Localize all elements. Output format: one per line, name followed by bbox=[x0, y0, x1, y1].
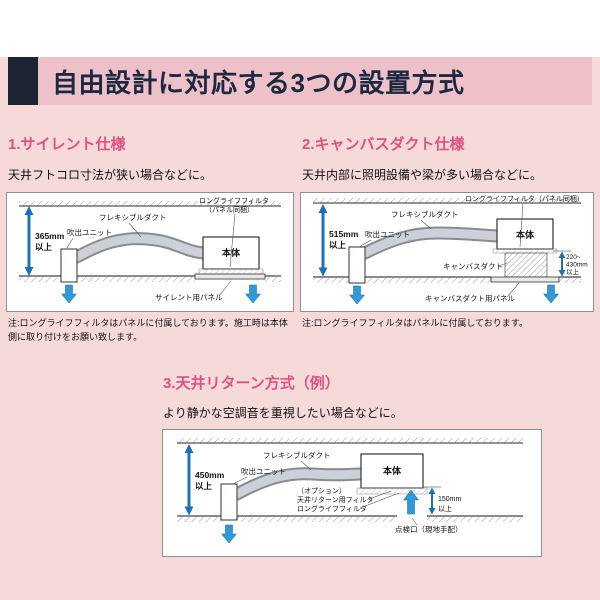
leader-line bbox=[368, 490, 392, 500]
section1-note: 注:ロングライフフィルタはパネルに付属しております。施工時は本体側に取り付けをお… bbox=[8, 318, 288, 342]
canvas-duct-installation-diagram: 515mm 以上 本体 220~ 430mm 以上 吹出ユニット bbox=[313, 194, 588, 305]
ceiling-hatch bbox=[177, 517, 523, 522]
dimension-value: 365mm bbox=[35, 231, 65, 241]
section1-heading: 1.サイレント仕様 bbox=[8, 136, 126, 153]
leader-line bbox=[128, 222, 142, 238]
dimension-value: 515mm bbox=[329, 229, 359, 239]
canvas-duct bbox=[504, 252, 548, 278]
dimension-value: 450mm bbox=[195, 470, 225, 480]
airflow-down-arrow-icon bbox=[60, 284, 78, 304]
dimension-unit: 以上 bbox=[195, 481, 213, 491]
height-dimension-arrow bbox=[184, 444, 194, 516]
long-life-filter bbox=[492, 248, 558, 254]
leader-line bbox=[420, 219, 432, 230]
height-dimension-arrow bbox=[24, 206, 34, 276]
option-label: （オプション） bbox=[297, 487, 346, 495]
ceiling-hatch bbox=[19, 277, 281, 282]
upper-slab bbox=[313, 198, 581, 204]
leader-line bbox=[498, 262, 508, 267]
leader-line bbox=[218, 280, 232, 297]
ceiling-return-installation-diagram: 450mm 以上 本体 150mm 以上 吹出ユニット フレキシブルダクト bbox=[177, 438, 523, 544]
main-unit-label: 本体 bbox=[383, 465, 402, 476]
airflow-down-arrow-icon bbox=[542, 284, 560, 304]
page-title: 自由設計に対応する3つの設置方式 bbox=[52, 67, 465, 98]
airflow-down-arrow-icon bbox=[220, 524, 238, 544]
flexible-duct bbox=[358, 226, 504, 260]
blowout-unit-label: 吹出ユニット bbox=[365, 229, 410, 239]
right-dimension-value: 150mm bbox=[438, 496, 462, 503]
upper-slab bbox=[177, 438, 523, 444]
longlife-filter-label: ロングライフフィルタ bbox=[297, 504, 367, 513]
section1-diagram-box: 365mm 以上 本体 吹出ユニット フレキシブルダクト ロングライフフィルタ … bbox=[6, 192, 294, 312]
section2-heading: 2.キャンバスダクト仕様 bbox=[302, 136, 465, 153]
ceiling-hatch bbox=[313, 278, 581, 283]
return-gap-dimension bbox=[423, 486, 441, 515]
blowout-unit bbox=[60, 248, 78, 283]
leader-line bbox=[506, 282, 520, 298]
main-unit bbox=[202, 236, 260, 270]
leader-line bbox=[66, 237, 74, 249]
page-header: 自由設計に対応する3つの設置方式 bbox=[8, 57, 592, 105]
inspection-port-label: 点検口（現地手配） bbox=[395, 524, 463, 534]
dimension-unit: 以上 bbox=[329, 240, 347, 250]
filter-label-line1: ロングライフフィルタ bbox=[199, 196, 269, 205]
flexible-duct bbox=[70, 232, 210, 264]
leader-line bbox=[300, 460, 312, 471]
filter-label-line2: （パネル同梱） bbox=[205, 205, 254, 214]
return-filter-label: 天井リターン用フィルタ bbox=[297, 495, 374, 504]
flexible-duct-label: フレキシブルダクト bbox=[391, 209, 459, 219]
header-band: 自由設計に対応する3つの設置方式 bbox=[38, 57, 592, 105]
leader-line bbox=[411, 517, 418, 526]
silent-installation-diagram: 365mm 以上 本体 吹出ユニット フレキシブルダクト ロングライフフィルタ … bbox=[19, 196, 281, 304]
blowout-unit-label: 吹出ユニット bbox=[67, 227, 112, 237]
leader-line bbox=[229, 213, 236, 268]
filter-label: ロングライフフィルタ（パネル同梱） bbox=[465, 194, 584, 203]
top-white-strip bbox=[0, 0, 600, 57]
right-dimension-line3: 以上 bbox=[566, 267, 580, 276]
airflow-down-arrow-icon bbox=[348, 285, 366, 305]
height-dimension-arrow bbox=[318, 204, 328, 277]
section1-description: 天井フトコロ寸法が狭い場合などに。 bbox=[8, 168, 213, 182]
right-dimension-line2: 430mm bbox=[566, 262, 588, 269]
blowout-unit-label: 吹出ユニット bbox=[241, 466, 286, 476]
right-dimension-line1: 220~ bbox=[566, 254, 581, 261]
flexible-duct-label: フレキシブルダクト bbox=[99, 212, 167, 222]
section2-note: 注:ロングライフフィルタはパネルに付属しております。 bbox=[302, 318, 528, 328]
adjustable-height-dimension bbox=[553, 250, 571, 277]
leader-line bbox=[359, 492, 400, 509]
return-filter bbox=[356, 487, 428, 495]
upper-slab bbox=[19, 201, 281, 207]
blowout-unit bbox=[348, 246, 366, 284]
canvas-duct-panel bbox=[490, 276, 560, 283]
silent-panel bbox=[194, 273, 266, 280]
silent-panel-label: サイレント用パネル bbox=[155, 293, 223, 302]
header-accent-square bbox=[8, 57, 38, 105]
leader-line bbox=[358, 239, 372, 248]
flexible-duct-label: フレキシブルダクト bbox=[263, 450, 331, 460]
main-unit-label: 本体 bbox=[516, 229, 535, 240]
right-dimension-unit: 以上 bbox=[438, 504, 452, 513]
canvas-panel-label: キャンバスダクト用パネル bbox=[425, 293, 515, 303]
leader-line bbox=[519, 202, 524, 248]
flexible-duct bbox=[230, 467, 368, 501]
main-unit bbox=[496, 218, 554, 250]
canvas-duct-label: キャンバスダクト bbox=[443, 261, 503, 271]
section2-diagram-box: 515mm 以上 本体 220~ 430mm 以上 吹出ユニット bbox=[300, 192, 594, 312]
blowout-unit bbox=[220, 483, 238, 521]
section3-description: より静かな空調音を重視したい場合などに。 bbox=[163, 406, 403, 420]
leader-line bbox=[232, 476, 248, 485]
long-life-filter bbox=[198, 268, 264, 275]
dimension-unit: 以上 bbox=[35, 242, 53, 252]
section3-diagram-box: 450mm 以上 本体 150mm 以上 吹出ユニット フレキシブルダクト bbox=[162, 429, 542, 557]
section2-description: 天井内部に照明設備や梁が多い場合などに。 bbox=[302, 168, 543, 182]
section3-heading: 3.天井リターン方式（例） bbox=[163, 375, 340, 392]
airflow-down-arrow-icon bbox=[244, 284, 262, 304]
airflow-up-arrow-icon bbox=[403, 489, 419, 515]
